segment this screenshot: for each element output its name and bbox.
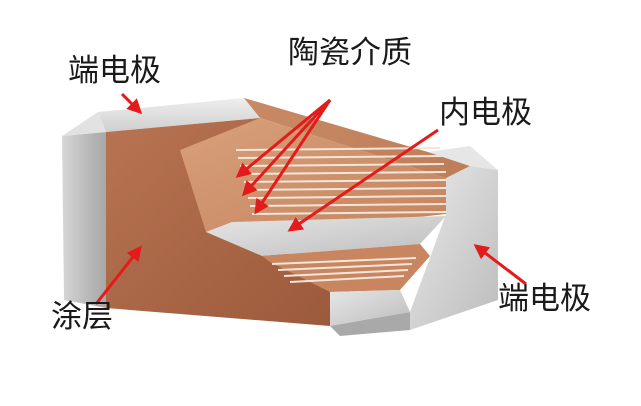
label-coating: 涂层 bbox=[51, 302, 113, 333]
label-inner-electrode: 内电极 bbox=[439, 98, 532, 129]
label-terminal-electrode-left: 端电极 bbox=[68, 56, 161, 87]
label-terminal-electrode-right: 端电极 bbox=[498, 284, 591, 315]
label-ceramic-dielectric: 陶瓷介质 bbox=[288, 38, 412, 69]
